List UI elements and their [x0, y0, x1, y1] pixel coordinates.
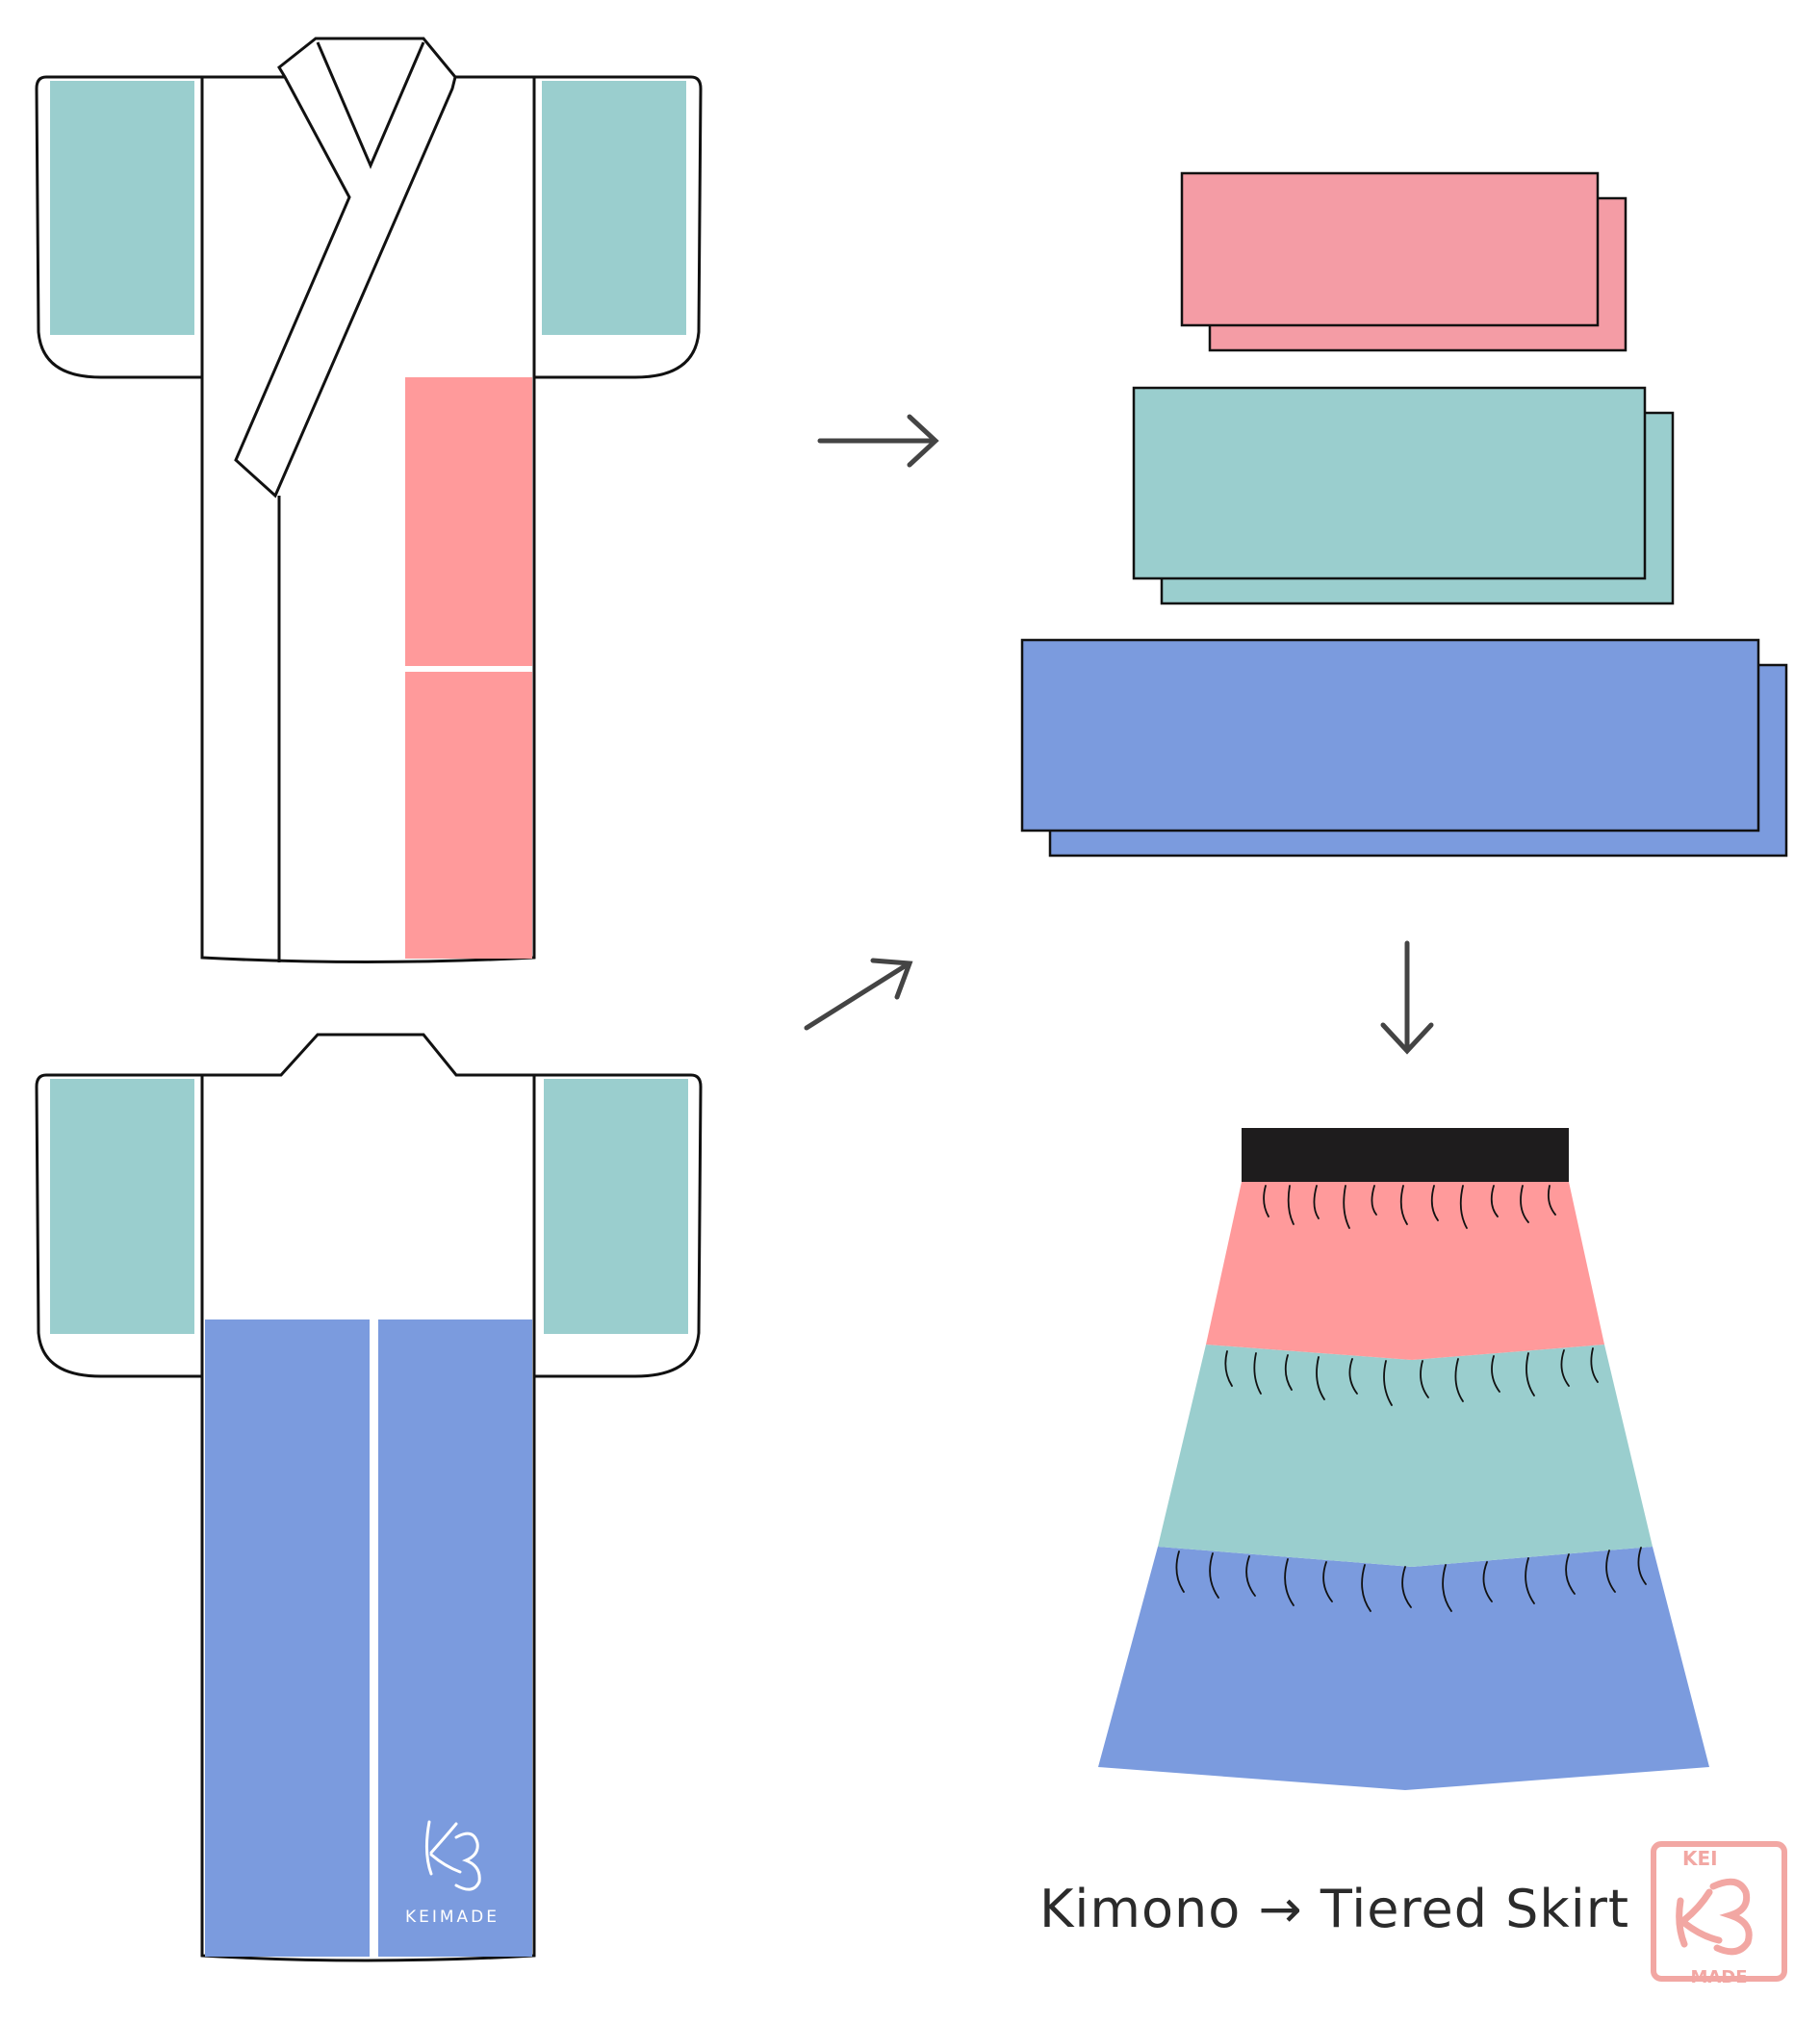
corner-stamp-bottom-text: MADE [1690, 1967, 1747, 1987]
keimade-logo-text: KEIMADE [405, 1908, 500, 1927]
caption-from: Kimono [1039, 1879, 1242, 1939]
arrow-down [1380, 940, 1434, 1055]
blue-panel-pair [1020, 638, 1788, 858]
skirt-tier-middle [1158, 1345, 1653, 1567]
kimono-front-pink-panel-upper [405, 377, 532, 666]
arrow-right [817, 414, 939, 468]
kimono-back: KEIMADE [35, 1033, 703, 1962]
pink-panel-pair [1180, 171, 1628, 352]
skirt-gathers [1175, 1185, 1647, 1612]
caption-to: Tiered Skirt [1320, 1879, 1630, 1939]
kimono-back-blue-panel-right [378, 1319, 532, 1957]
cut-panels [1020, 171, 1788, 858]
caption-arrow: → [1258, 1879, 1303, 1939]
kimono-front-collar-fold [316, 41, 425, 169]
kimono-front-collar [234, 37, 457, 499]
arrow-up-right [804, 958, 913, 1031]
keimade-logo: KEIMADE [405, 1820, 500, 1927]
corner-stamp: KEI MADE [1651, 1841, 1787, 1987]
kimono-back-right-sleeve-panel [544, 1079, 688, 1334]
teal-panel-pair [1132, 386, 1675, 605]
kimono-front-pink-panel-lower [405, 672, 532, 959]
skirt-tier-top [1206, 1182, 1604, 1360]
tiered-skirt [1098, 1128, 1709, 1790]
keimade-logo-mark [424, 1820, 481, 1891]
diagram-caption: Kimono → Tiered Skirt [1039, 1879, 1629, 1939]
corner-stamp-mark [1676, 1878, 1753, 1956]
kimono-back-blue-panel-left [205, 1319, 370, 1957]
arrows [804, 414, 1434, 1055]
kimono-front-right-sleeve-panel [542, 81, 686, 335]
skirt-tier-bottom [1098, 1547, 1709, 1790]
kimono-front [35, 37, 703, 963]
corner-stamp-frame [1651, 1841, 1787, 1982]
skirt-waistband [1242, 1128, 1569, 1182]
kimono-back-left-sleeve-panel [50, 1079, 194, 1334]
corner-stamp-top-text: KEI [1682, 1847, 1718, 1870]
kimono-front-left-sleeve-panel [50, 81, 194, 335]
